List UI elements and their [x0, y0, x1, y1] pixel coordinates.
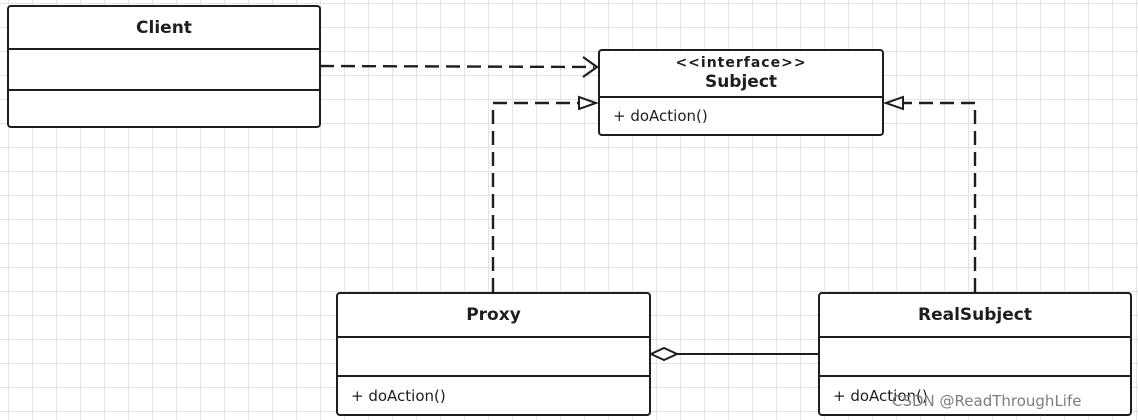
class-subject-name-section: <<interface>> Subject	[600, 51, 882, 96]
class-client-attributes-section	[9, 48, 319, 89]
class-proxy-methods-section: + doAction()	[338, 375, 649, 414]
class-proxy-method-doaction: + doAction()	[351, 386, 446, 405]
client-subject-dependency-line	[319, 64, 595, 69]
class-subject-stereotype: <<interface>>	[675, 55, 807, 71]
class-subject-methods-section: + doAction()	[600, 96, 882, 134]
class-subject[interactable]: <<interface>> Subject + doAction()	[598, 49, 884, 136]
class-real-subject-attributes-section	[820, 336, 1130, 375]
class-proxy-attributes-section	[338, 336, 649, 375]
class-proxy-name: Proxy	[466, 305, 521, 325]
class-real-subject-method-doaction: + doAction()	[833, 386, 928, 405]
client-subject-open-arrowhead	[582, 56, 599, 78]
class-subject-name: Subject	[704, 72, 778, 92]
realsubject-subject-hollow-triangle	[882, 95, 904, 111]
class-real-subject-name-section: RealSubject	[820, 294, 1130, 336]
class-subject-method-doaction: + doAction()	[613, 107, 708, 125]
proxy-subject-hollow-triangle	[578, 95, 600, 111]
watermark-text: CSDN @ReadThroughLife	[892, 392, 1082, 410]
proxy-subject-realization-line	[491, 101, 578, 292]
class-client-name-section: Client	[9, 7, 319, 48]
class-client[interactable]: Client	[7, 5, 321, 128]
class-proxy-name-section: Proxy	[338, 294, 649, 336]
class-proxy[interactable]: Proxy + doAction()	[336, 292, 651, 416]
class-client-methods-section	[9, 89, 319, 126]
class-real-subject[interactable]: RealSubject + doAction()	[818, 292, 1132, 416]
aggregation-hollow-diamond	[648, 346, 680, 362]
class-real-subject-name: RealSubject	[918, 305, 1032, 325]
realsubject-subject-realization-line	[903, 101, 977, 292]
class-client-name: Client	[136, 17, 192, 38]
class-real-subject-methods-section: + doAction()	[820, 375, 1130, 414]
